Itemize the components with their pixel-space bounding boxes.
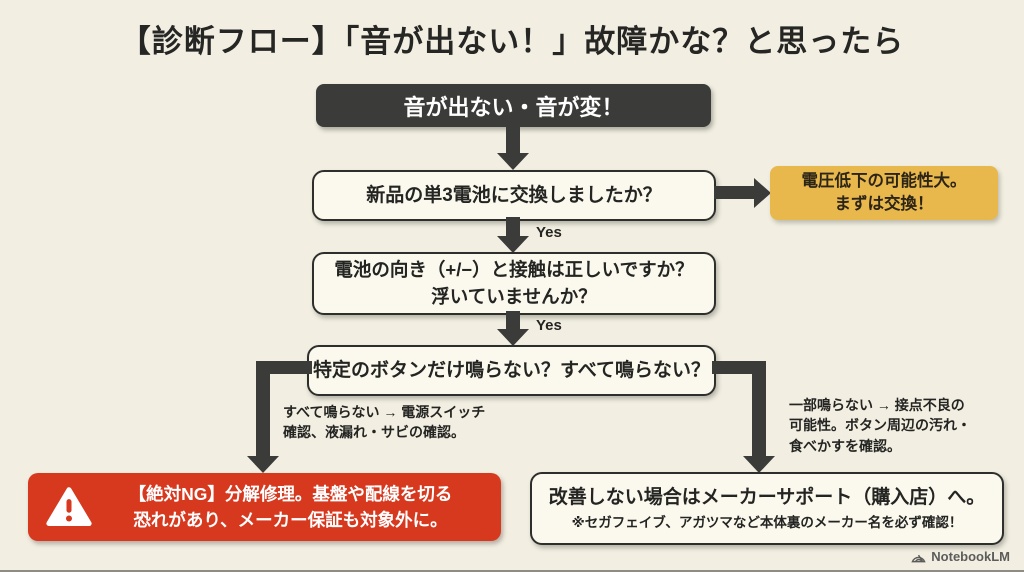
support-line-2: ※セガフェイブ、アガツマなど本体裏のメーカー名を必ず確認！ bbox=[571, 514, 963, 530]
branch-left-note: すべて鳴らない → 電源スイッチ 確認、液漏れ・サビの確認。 bbox=[283, 402, 485, 443]
flow-question-battery-replace: 新品の単3電池に交換しましたか？ bbox=[312, 170, 716, 221]
notebooklm-logo-icon bbox=[911, 550, 926, 563]
support-line-1: 改善しない場合はメーカーサポート（購入店）へ。 bbox=[548, 487, 986, 509]
branch-right-note: 一部鳴らない → 接点不良の 可能性。ボタン周辺の汚れ・ 食べかすを確認。 bbox=[789, 395, 971, 456]
notebooklm-watermark: NotebookLM bbox=[911, 549, 1010, 564]
branch-left-vstem bbox=[256, 361, 270, 457]
branch-right-note-line-2: 可能性。ボタン周辺の汚れ・ bbox=[789, 417, 971, 434]
yes-label-2: Yes bbox=[536, 317, 562, 334]
arrow-down-3 bbox=[506, 311, 520, 330]
arrow-right-head bbox=[754, 178, 771, 208]
flow-start-node: 音が出ない・音が変！ bbox=[316, 84, 711, 127]
arrow-down-3-head bbox=[497, 329, 529, 346]
branch-right-head bbox=[743, 456, 775, 473]
arrow-down-1 bbox=[506, 127, 520, 154]
page-title: 【診断フロー】「音が出ない！」故障かな？と思ったら bbox=[119, 24, 905, 59]
branch-left-note-line-1: すべて鳴らない → 電源スイッチ bbox=[283, 404, 486, 420]
danger-line-1: 【絶対NG】分解修理。基盤や配線を切る bbox=[128, 483, 453, 504]
branch-left-note-line-2: 確認、液漏れ・サビの確認。 bbox=[283, 424, 465, 441]
q2-line-1: 電池の向き（+/−）と接触は正しいですか？ bbox=[334, 258, 694, 280]
warning-line-2: まずは交換！ bbox=[834, 195, 934, 213]
branch-left-head bbox=[247, 456, 279, 473]
flow-question-which-buttons: 特定のボタンだけ鳴らない？すべて鳴らない？ bbox=[307, 345, 716, 396]
danger-text: 【絶対NG】分解修理。基盤や配線を切る 恐れがあり、メーカー保証も対象外に。 bbox=[92, 481, 489, 534]
yes-label-1: Yes bbox=[536, 224, 562, 241]
arrow-down-2-head bbox=[497, 236, 529, 253]
flow-result-maker-support: 改善しない場合はメーカーサポート（購入店）へ。 ※セガフェイブ、アガツマなど本体… bbox=[530, 472, 1004, 545]
flow-result-low-voltage: 電圧低下の可能性大。 まずは交換！ bbox=[770, 166, 998, 220]
branch-right-note-line-3: 食べかすを確認。 bbox=[789, 437, 901, 454]
video-frame-edge bbox=[0, 570, 1024, 572]
arrow-down-1-head bbox=[497, 153, 529, 170]
warning-triangle-icon bbox=[46, 486, 92, 528]
arrow-right-shaft bbox=[714, 186, 756, 199]
branch-left-hbar bbox=[256, 361, 312, 374]
q2-line-2: 浮いていませんか？ bbox=[431, 285, 597, 307]
flow-result-danger-no-disassembly: 【絶対NG】分解修理。基盤や配線を切る 恐れがあり、メーカー保証も対象外に。 bbox=[28, 473, 501, 541]
flow-question-battery-orientation: 電池の向き（+/−）と接触は正しいですか？ 浮いていませんか？ bbox=[312, 252, 716, 315]
branch-right-vstem bbox=[752, 361, 766, 457]
notebooklm-label: NotebookLM bbox=[931, 549, 1010, 564]
branch-right-note-line-1: 一部鳴らない → 接点不良の bbox=[789, 397, 965, 413]
warning-line-1: 電圧低下の可能性大。 bbox=[801, 171, 967, 190]
danger-line-2: 恐れがあり、メーカー保証も対象外に。 bbox=[133, 510, 448, 530]
arrow-down-2 bbox=[506, 217, 520, 237]
